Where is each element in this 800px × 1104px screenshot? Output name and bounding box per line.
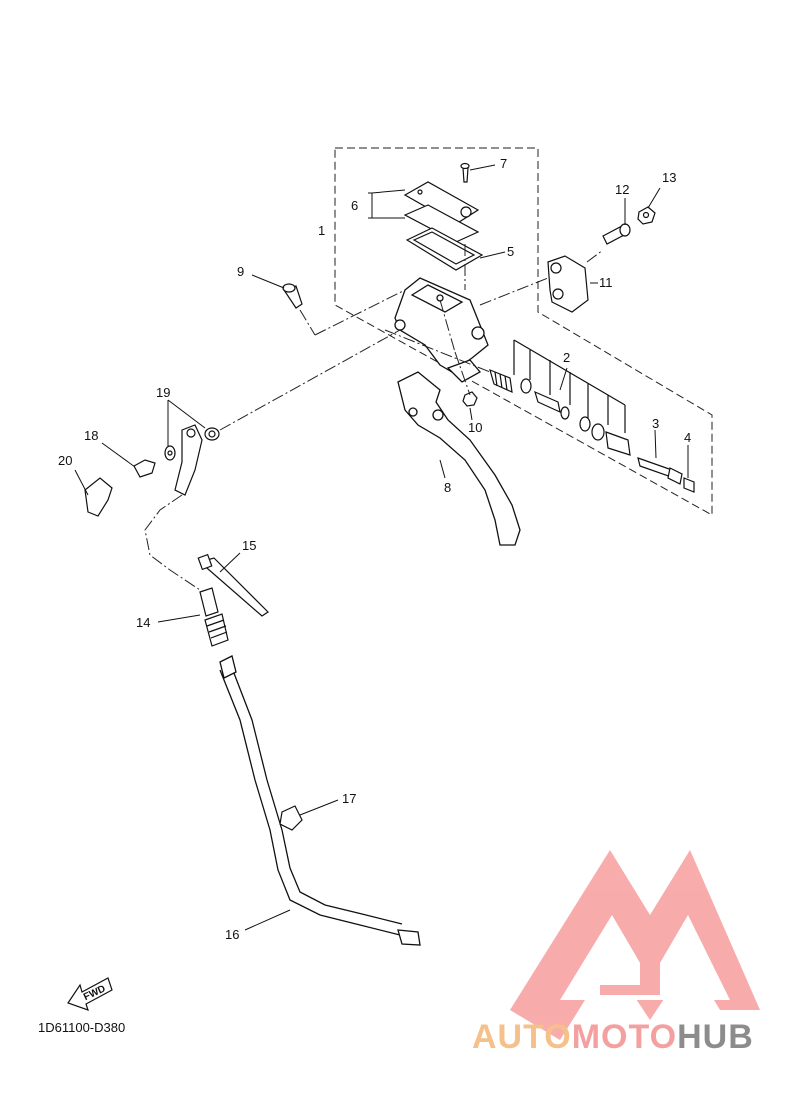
brand-part-hub: HUB (677, 1018, 754, 1056)
clamp-bolt-nut (547, 206, 656, 313)
label-4: 4 (684, 430, 691, 445)
label-12: 12 (615, 182, 629, 197)
fwd-label: FWD (82, 983, 107, 1003)
piston-kit (489, 339, 631, 456)
leader-lines (144, 244, 604, 591)
callout-lines (74, 164, 689, 931)
diagram-code: 1D61100-D380 (38, 1020, 126, 1035)
label-8: 8 (444, 480, 451, 495)
label-7: 7 (500, 156, 507, 171)
label-15: 15 (242, 538, 256, 553)
label-5: 5 (507, 244, 514, 259)
reservoir-cap-parts (403, 162, 484, 271)
label-14: 14 (136, 615, 150, 630)
hose-fittings (197, 553, 269, 647)
label-19: 19 (156, 385, 170, 400)
brand-part-moto: MOTO (571, 1018, 678, 1056)
label-17: 17 (342, 791, 356, 806)
label-18: 18 (84, 428, 98, 443)
label-13: 13 (662, 170, 676, 185)
label-9: 9 (237, 264, 244, 279)
label-11: 11 (599, 275, 613, 290)
label-20: 20 (58, 453, 72, 468)
label-6: 6 (351, 198, 358, 213)
watermark-logo-icon (510, 850, 760, 1040)
label-1: 1 (318, 223, 325, 238)
pipe-clip (279, 805, 303, 831)
screw-and-nut (282, 283, 478, 407)
brake-pipe (219, 655, 421, 946)
brake-lever (397, 371, 521, 546)
label-2: 2 (563, 350, 570, 365)
label-10: 10 (468, 420, 482, 435)
assembly-outline (334, 147, 713, 516)
brand-part-auto: AUTO (472, 1018, 572, 1056)
label-16: 16 (225, 927, 239, 942)
fwd-arrow-icon: FWD (67, 977, 113, 1011)
part-labels: 1 2 3 4 5 6 7 8 9 10 11 12 13 14 15 16 1… (58, 156, 691, 942)
master-cylinder-body (394, 277, 489, 383)
watermark-brand: AUTOMOTOHUB (472, 1018, 754, 1057)
pushrod-and-boot (637, 457, 695, 493)
banjo-fittings (84, 424, 220, 517)
label-3: 3 (652, 416, 659, 431)
